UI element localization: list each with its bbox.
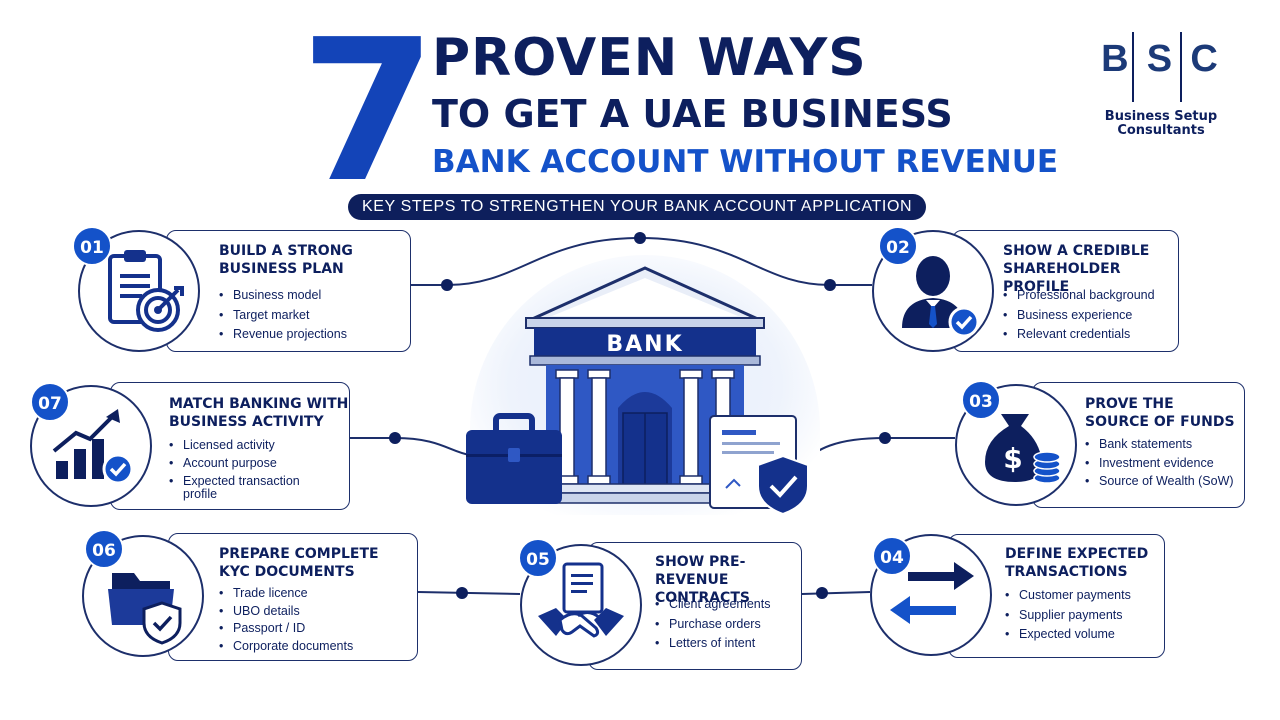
list-item: Expected volume (1005, 625, 1131, 645)
step-06-title: PREPARE COMPLETE KYC DOCUMENTS (219, 545, 379, 581)
step-03-title: PROVE THE SOURCE OF FUNDS (1085, 395, 1235, 431)
title-number: 7 (300, 0, 436, 226)
step-03-list: Bank statements Investment evidence Sour… (1085, 435, 1234, 491)
step-05-title-line-1: SHOW PRE-REVENUE (655, 554, 746, 588)
list-item: Trade licence (219, 585, 353, 603)
list-item: Investment evidence (1085, 454, 1234, 473)
logo-text-line-1: Business Setup (1104, 109, 1218, 124)
list-item: Business model (219, 286, 347, 306)
list-item: Client agreements (655, 595, 770, 615)
list-item: Expected transaction (169, 472, 300, 490)
step-07-title: MATCH BANKING WITH BUSINESS ACTIVITY (169, 395, 348, 431)
svg-text:$: $ (1003, 442, 1022, 475)
step-07-title-line-2: BUSINESS ACTIVITY (169, 414, 324, 430)
step-01-title-line-1: BUILD A STRONG (219, 243, 353, 259)
list-item: Source of Wealth (SoW) (1085, 472, 1234, 491)
bank-sign-label: BANK (606, 332, 683, 357)
step-01-title: BUILD A STRONG BUSINESS PLAN (219, 242, 353, 278)
step-06-title-line-2: KYC DOCUMENTS (219, 564, 355, 580)
list-item: Letters of intent (655, 634, 770, 654)
handshake-document-icon (538, 562, 624, 638)
step-01-badge: 01 (72, 226, 112, 266)
step-04-title-line-1: DEFINE EXPECTED (1005, 546, 1149, 562)
logo-letters: B S C (1092, 38, 1227, 81)
folder-shield-icon (108, 573, 182, 645)
title-line-2: TO GET A UAE BUSINESS (432, 92, 953, 136)
transfer-arrows-icon (890, 562, 974, 624)
step-06-badge: 06 (84, 529, 124, 569)
logo-letter-b: B (1101, 38, 1129, 80)
step-02-list: Professional background Business experie… (1003, 286, 1155, 345)
list-item: Corporate documents (219, 638, 353, 656)
list-item: Revenue projections (219, 325, 347, 345)
step-02-badge: 02 (878, 226, 918, 266)
list-item: Target market (219, 306, 347, 326)
subtitle-banner: KEY STEPS TO STRENGTHEN YOUR BANK ACCOUN… (348, 194, 927, 220)
growth-chart-check-icon (52, 409, 134, 485)
list-item: Professional background (1003, 286, 1155, 306)
step-07-icon-circle (30, 385, 152, 507)
step-04-title-line-2: TRANSACTIONS (1005, 564, 1128, 580)
bank-sign (534, 328, 756, 356)
list-item: Licensed activity (169, 436, 300, 454)
list-item: Relevant credentials (1003, 325, 1155, 345)
step-06-icon-circle (82, 535, 204, 657)
step-04-title: DEFINE EXPECTED TRANSACTIONS (1005, 545, 1148, 581)
step-06-list: Trade licence UBO details Passport / ID … (219, 585, 353, 655)
money-bag-coins-icon: $ (985, 414, 1061, 484)
step-02-icon-circle (872, 230, 994, 352)
logo-text-line-2: Consultants (1117, 123, 1205, 138)
step-06-card: PREPARE COMPLETE KYC DOCUMENTS Trade lic… (168, 533, 418, 661)
list-item: Purchase orders (655, 615, 770, 635)
step-04-badge: 04 (872, 536, 912, 576)
logo-letter-c: C (1190, 38, 1218, 80)
logo-letter-s: S (1146, 38, 1173, 80)
step-01-list: Business model Target market Revenue pro… (219, 286, 347, 345)
step-05-list: Client agreements Purchase orders Letter… (655, 595, 770, 654)
logo-divider (1132, 32, 1134, 102)
list-item: Business experience (1003, 306, 1155, 326)
step-04-list: Customer payments Supplier payments Expe… (1005, 586, 1131, 645)
step-03-title-line-1: PROVE THE (1085, 396, 1174, 412)
connector-step-04 (801, 591, 871, 595)
step-01-title-line-2: BUSINESS PLAN (219, 261, 344, 277)
connector-step-06 (417, 591, 521, 595)
step-03-badge: 03 (961, 380, 1001, 420)
step-07-badge: 07 (30, 382, 70, 422)
step-07-title-line-1: MATCH BANKING WITH (169, 396, 349, 412)
step-01-card: BUILD A STRONG BUSINESS PLAN Business mo… (166, 230, 411, 352)
list-item: Bank statements (1085, 435, 1234, 454)
list-item: profile (183, 487, 218, 501)
step-03-title-line-2: SOURCE OF FUNDS (1085, 414, 1235, 430)
bank-illustration: BANK (466, 266, 809, 516)
list-item: Customer payments (1005, 586, 1131, 606)
title-line-1: PROVEN WAYS (432, 28, 867, 88)
briefcase-icon (466, 413, 562, 504)
logo-text: Business Setup Consultants (1086, 110, 1236, 138)
step-05-badge: 05 (518, 538, 558, 578)
step-02-title: SHOW A CREDIBLE SHAREHOLDER PROFILE (1003, 242, 1178, 296)
connector-step-07 (350, 437, 471, 456)
step-03-card: PROVE THE SOURCE OF FUNDS Bank statement… (1032, 382, 1245, 508)
bsc-logo: B S C Business Setup Consultants (1092, 32, 1242, 142)
list-item: UBO details (219, 603, 353, 621)
document-shield-icon (709, 415, 809, 516)
logo-divider (1180, 32, 1182, 102)
clipboard-target-icon (108, 250, 184, 332)
list-item: Passport / ID (219, 620, 353, 638)
step-07-list: Licensed activity Account purpose Expect… (169, 436, 300, 503)
list-item: Account purpose (169, 454, 300, 472)
list-item: Supplier payments (1005, 606, 1131, 626)
step-02-title-line-1: SHOW A CREDIBLE (1003, 243, 1150, 259)
title-line-3: BANK ACCOUNT WITHOUT REVENUE (432, 144, 1059, 180)
step-06-title-line-1: PREPARE COMPLETE (219, 546, 379, 562)
businessman-icon (902, 256, 980, 338)
